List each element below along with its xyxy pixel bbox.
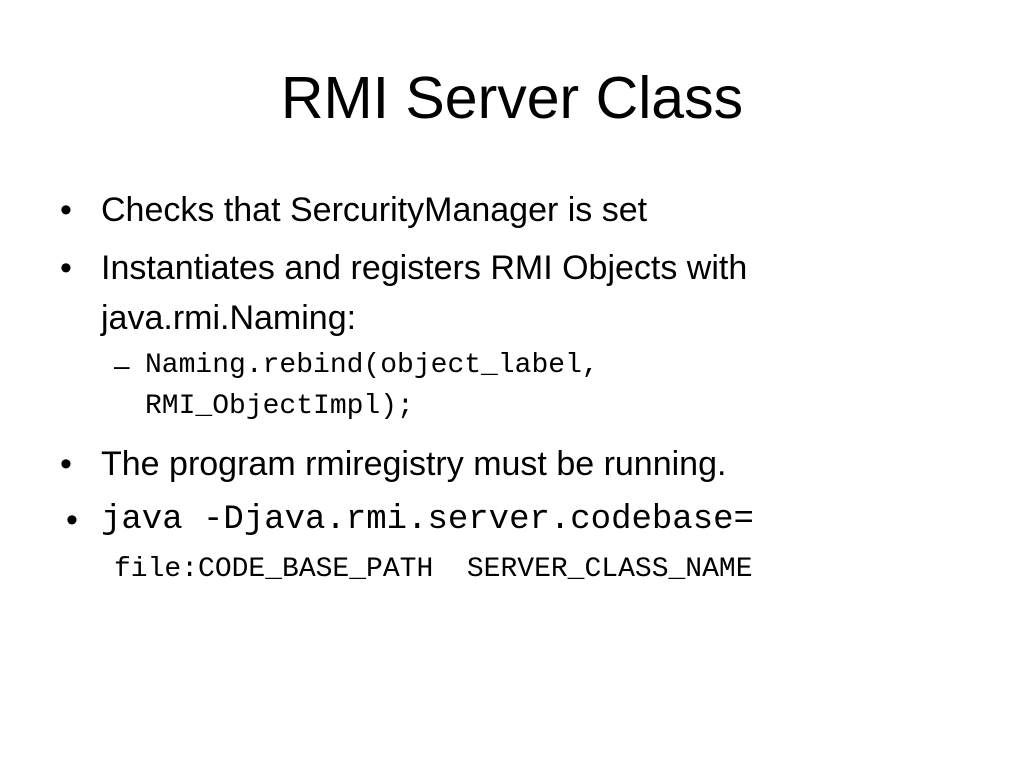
bullet-2-text-line-2: java.rmi.Naming: [101,299,357,337]
bullet-1-text: Checks that SercurityManager is set [101,191,648,229]
sub-bullet-code-line-2: RMI_ObjectImpl); [145,391,414,422]
bullet-3-text: The program rmiregistry must be running. [101,445,727,483]
bullet-2-text-line-1: Instantiates and registers RMI Objects w… [101,249,748,287]
bullet-4-code-line-2: file:CODE_BASE_PATH SERVER_CLASS_NAME [114,554,753,585]
bullet-2-marker: • [60,249,72,287]
slide-title: RMI Server Class [280,65,744,131]
bullet-4-marker: • [66,501,78,539]
bullet-3-marker: • [60,445,72,483]
bullet-4-code-line-1: java -Djava.rmi.server.codebase= [101,501,754,539]
bullet-1-marker: • [60,191,72,229]
sub-bullet-code-line-1: Naming.rebind(object_label, [145,350,599,381]
sub-bullet-marker: – [114,350,130,381]
